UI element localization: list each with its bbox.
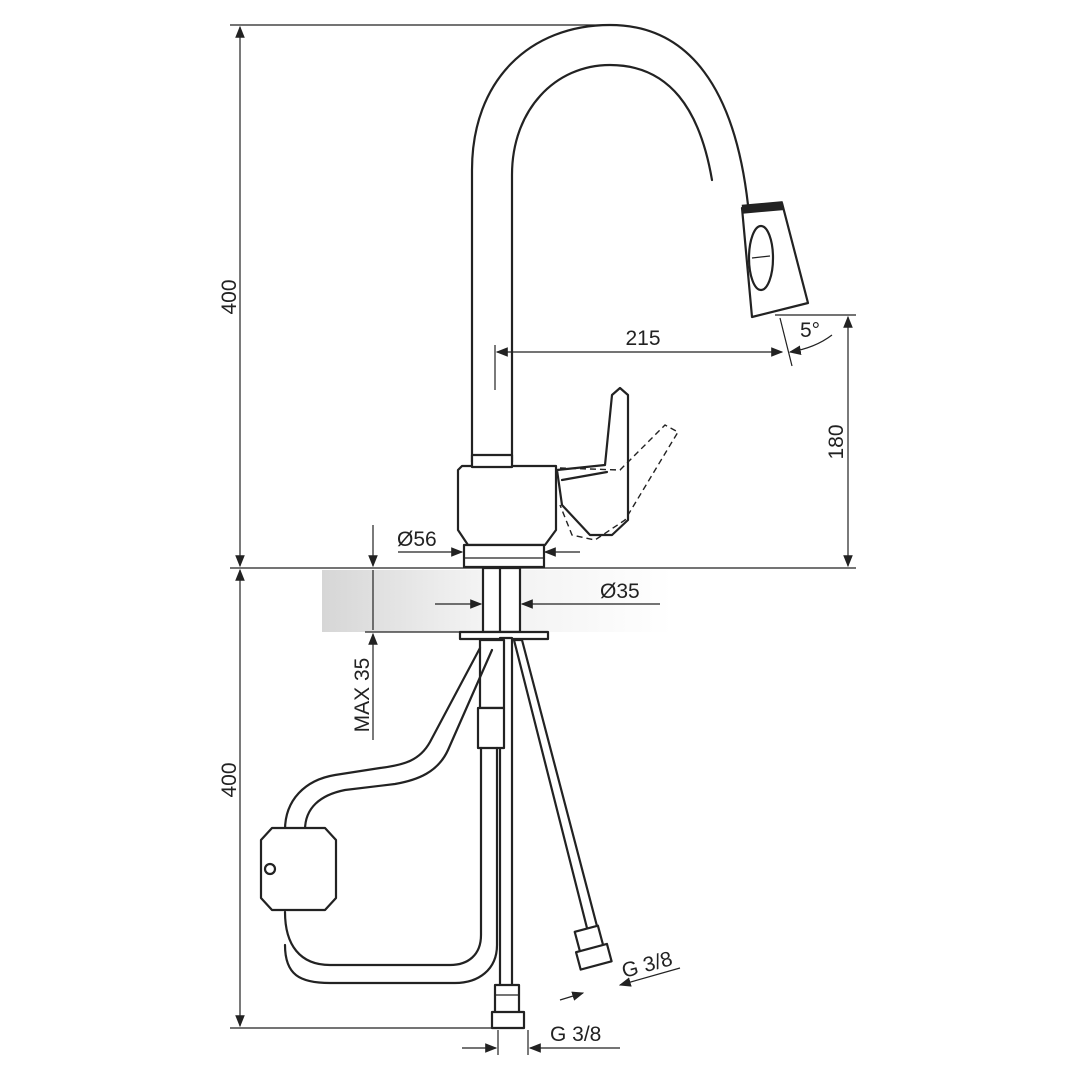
height-above-label: 400 [218,279,241,314]
pull-out-hose [283,638,506,985]
thread-label-bottom: G 3/8 [550,1023,601,1046]
hose-length-label: 400 [218,762,241,797]
pull-out-spray-head [740,201,810,319]
dimension-lines [235,25,853,1055]
base-diameter-label: Ø56 [397,528,437,551]
hose-weight [259,826,338,912]
handle-lever [555,386,679,541]
hose-connector [490,983,526,1030]
spray-angle-label: 5° [800,319,820,342]
supply-hoses [490,636,613,1030]
spout [470,23,750,464]
spout-reach-label: 215 [625,327,660,350]
mounting-shank [458,566,550,641]
shank-diameter-label: Ø35 [600,580,640,603]
hose-connector-angled [573,924,613,971]
outlet-height-label: 180 [825,424,848,459]
faucet-body [456,453,558,569]
max-thickness-label: MAX 35 [351,658,374,733]
